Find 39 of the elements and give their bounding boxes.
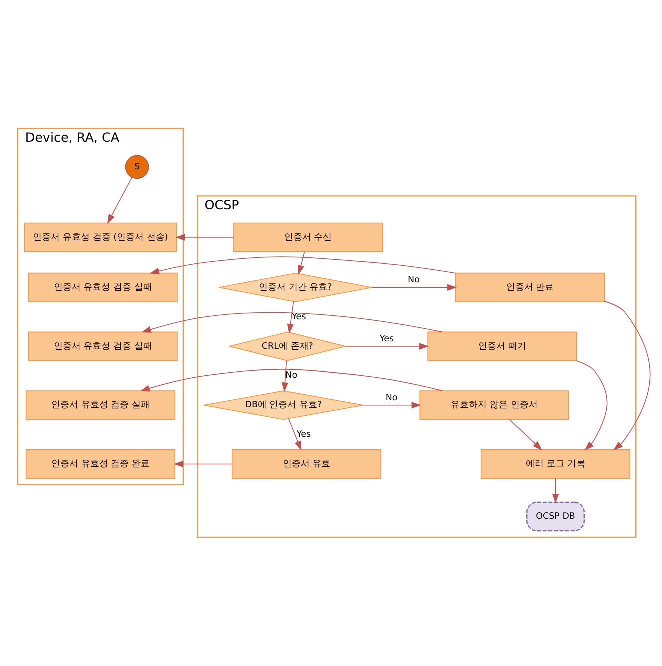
arrow <box>140 369 444 392</box>
arrow <box>288 418 302 451</box>
node-diamond: CRL에 존재? <box>228 332 346 362</box>
arrow <box>552 478 560 504</box>
edge-label: Yes <box>292 312 306 322</box>
arrow <box>363 402 422 409</box>
arrow <box>346 343 430 350</box>
arrow <box>287 301 294 334</box>
arrow <box>176 234 234 241</box>
node-box: 인증서 유효성 검증 실패 <box>28 272 178 302</box>
node-circle: S <box>125 155 150 180</box>
arrow <box>107 177 133 224</box>
edge-label: No <box>386 393 398 404</box>
node-box: 인증서 유효성 검증 실패 <box>28 332 178 362</box>
arrow <box>372 284 458 291</box>
node-box: 인증서 유효성 검증 완료 <box>26 450 176 479</box>
node-box: 인증서 유효성 검증 실패 <box>26 390 176 420</box>
node-box: 인증서 폐기 <box>428 332 578 362</box>
node-diamond: 인증서 기간 유효? <box>218 272 373 302</box>
edge-label: No <box>286 371 298 382</box>
edge-label: Yes <box>380 334 394 345</box>
edge-label: No <box>408 276 420 286</box>
node-box: 인증서 유효성 검증 (인증서 전송) <box>24 222 178 252</box>
edge-label: Yes <box>296 430 312 440</box>
arrow <box>174 460 233 468</box>
arrow <box>576 360 608 451</box>
arrow <box>604 301 651 451</box>
node-box: 인증서 유효 <box>232 450 382 479</box>
arrow <box>150 256 456 275</box>
node-box: 유효하지 않은 인증서 <box>420 390 570 420</box>
arrow <box>282 360 289 392</box>
arrow <box>298 252 306 276</box>
node-box: 인증서 만료 <box>456 272 606 302</box>
arrow <box>509 419 542 451</box>
node-box: 에러 로그 기록 <box>480 450 631 479</box>
node-diamond: DB에 인증서 유효? <box>204 390 364 420</box>
node-box: OCSP DB <box>526 502 585 532</box>
arrow <box>142 312 443 333</box>
node-box: 인증서 수신 <box>234 222 384 252</box>
